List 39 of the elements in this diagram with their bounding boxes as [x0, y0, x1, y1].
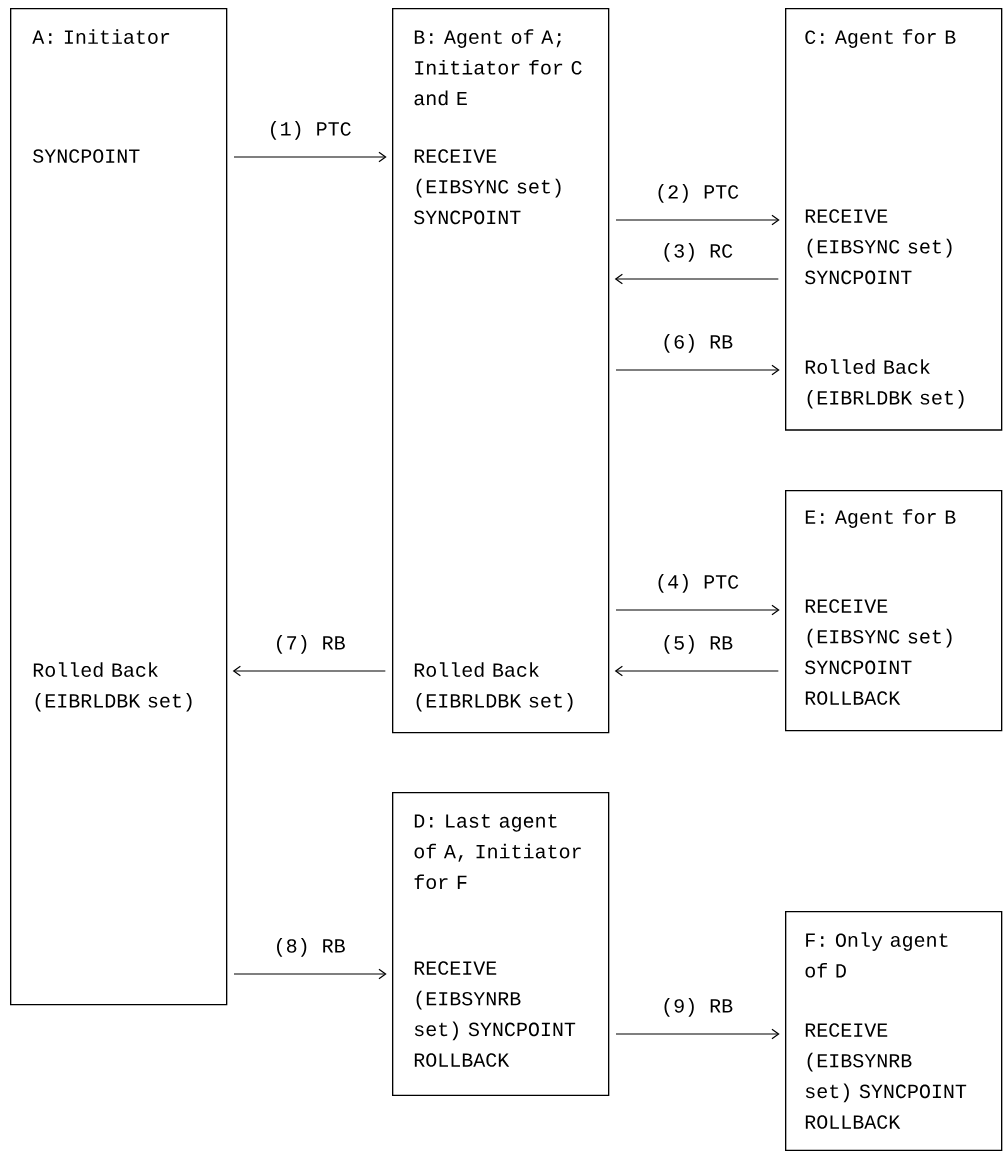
edge-label: (1) PTC — [266, 119, 353, 141]
participant-box — [392, 8, 610, 734]
command-text: SYNCPOINT — [33, 149, 140, 163]
arrow — [233, 151, 387, 163]
arrow — [233, 968, 387, 980]
arrow — [615, 1028, 780, 1040]
participant-box — [785, 490, 1003, 732]
arrow — [615, 214, 780, 226]
command-text: Rolled Back (EIBRLDBK set) — [414, 662, 573, 712]
heading-text: D: Last agent of A, Initiator for F — [414, 814, 581, 890]
arrow — [614, 665, 779, 677]
command-text: Rolled Back (EIBRLDBK set) — [33, 662, 192, 712]
participant-box — [10, 8, 228, 1006]
heading-text: A: Initiator — [32, 29, 170, 44]
command-text: RECEIVE (EIBSYNRB set) SYNCPOINT ROLLBACK — [805, 1023, 967, 1129]
edge-label: (2) PTC — [653, 182, 741, 204]
edge-label: (9) RB — [659, 996, 735, 1018]
arrow — [614, 273, 779, 285]
heading-text: B: Agent of A; Initiator for C and E — [414, 29, 582, 106]
arrow — [615, 364, 780, 376]
participant-box — [785, 911, 1003, 1151]
edge-label: (8) RB — [272, 936, 347, 958]
heading-text: C: Agent for B — [805, 29, 956, 48]
arrow — [232, 665, 386, 677]
command-text: RECEIVE (EIBSYNC set) SYNCPOINT — [414, 149, 561, 225]
arrow — [615, 604, 780, 616]
command-text: RECEIVE (EIBSYNRB set) SYNCPOINT ROLLBACK — [414, 961, 576, 1067]
participant-box — [392, 792, 610, 1096]
command-text: Rolled Back (EIBRLDBK set) — [805, 359, 964, 409]
edge-label: (5) RB — [659, 633, 735, 655]
edge-label: (6) RB — [659, 332, 735, 354]
heading-text: F: Only agent of D — [805, 932, 948, 978]
heading-text: E: Agent for B — [805, 509, 956, 528]
command-text: RECEIVE (EIBSYNC set) SYNCPOINT ROLLBACK — [805, 599, 952, 705]
command-text: RECEIVE (EIBSYNC set) SYNCPOINT — [805, 209, 952, 285]
edge-label: (7) RB — [272, 633, 347, 655]
edge-label: (4) PTC — [653, 572, 741, 594]
participant-box — [785, 8, 1003, 431]
edge-label: (3) RC — [659, 241, 735, 263]
